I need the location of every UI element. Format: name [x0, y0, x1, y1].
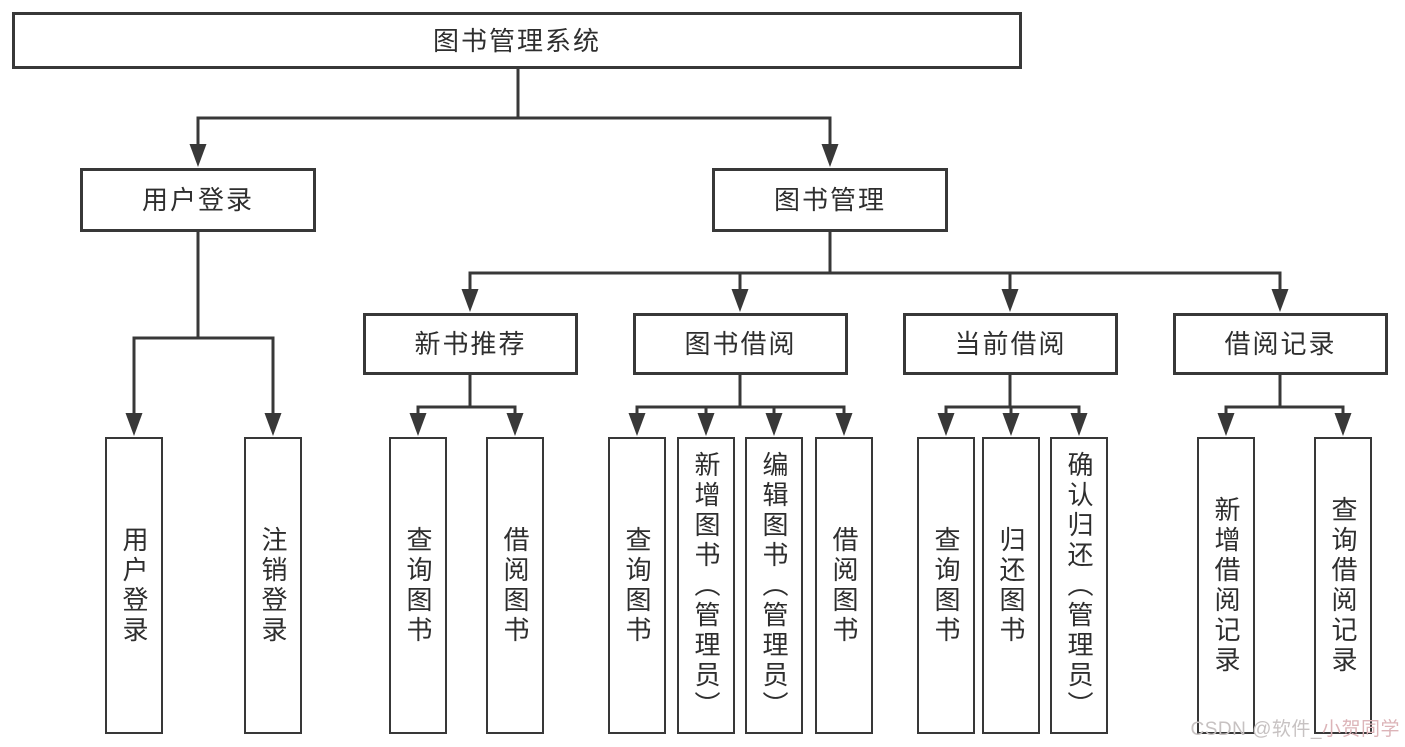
leaf-borrow-query-book-label: 查询图书 — [622, 525, 652, 646]
leaf-current-confirm-return: 确认归还（管理员） — [1050, 437, 1108, 734]
leaf-borrow-edit-book: 编辑图书（管理员） — [745, 437, 803, 734]
watermark-prefix: CSDN @软件_ — [1190, 719, 1322, 740]
node-new-book-recommend: 新书推荐 — [363, 313, 578, 375]
leaf-logout-label: 注销登录 — [258, 525, 288, 646]
node-current-borrow: 当前借阅 — [903, 313, 1118, 375]
node-borrow-records-label: 借阅记录 — [1224, 329, 1337, 359]
leaf-user-login-label: 用户登录 — [119, 525, 149, 646]
leaf-records-add-record: 新增借阅记录 — [1197, 437, 1255, 734]
leaf-records-query-record-label: 查询借阅记录 — [1328, 495, 1358, 676]
node-current-borrow-label: 当前借阅 — [954, 329, 1067, 359]
leaf-borrow-add-book-label: 新增图书（管理员） — [691, 450, 721, 721]
node-book-management-label: 图书管理 — [773, 185, 886, 215]
watermark: CSDN @软件_小贺同学 — [1191, 714, 1401, 741]
node-user-login: 用户登录 — [80, 168, 316, 232]
leaf-borrow-query-book: 查询图书 — [608, 437, 666, 734]
node-root-label: 图书管理系统 — [432, 25, 601, 56]
leaf-newbooks-query-book: 查询图书 — [389, 437, 447, 734]
leaf-borrow-edit-book-label: 编辑图书（管理员） — [759, 450, 789, 721]
leaf-records-add-record-label: 新增借阅记录 — [1211, 495, 1241, 676]
leaf-newbooks-borrow-book: 借阅图书 — [486, 437, 544, 734]
leaf-current-query-book-label: 查询图书 — [931, 525, 961, 646]
leaf-user-login: 用户登录 — [105, 437, 163, 734]
leaf-records-query-record: 查询借阅记录 — [1314, 437, 1372, 734]
leaf-current-return-book: 归还图书 — [982, 437, 1040, 734]
node-book-borrow: 图书借阅 — [633, 313, 848, 375]
watermark-suffix: 小贺同学 — [1321, 719, 1400, 740]
node-user-login-label: 用户登录 — [141, 185, 254, 215]
leaf-current-query-book: 查询图书 — [917, 437, 975, 734]
leaf-borrow-borrow-book: 借阅图书 — [815, 437, 873, 734]
node-root: 图书管理系统 — [12, 12, 1022, 69]
leaf-borrow-borrow-book-label: 借阅图书 — [829, 525, 859, 646]
leaf-borrow-add-book: 新增图书（管理员） — [677, 437, 735, 734]
leaf-current-confirm-return-label: 确认归还（管理员） — [1064, 450, 1094, 721]
leaf-newbooks-query-book-label: 查询图书 — [403, 525, 433, 646]
node-borrow-records: 借阅记录 — [1173, 313, 1388, 375]
node-book-borrow-label: 图书借阅 — [684, 329, 797, 359]
node-new-book-recommend-label: 新书推荐 — [414, 329, 527, 359]
leaf-current-return-book-label: 归还图书 — [996, 525, 1026, 646]
leaf-logout: 注销登录 — [244, 437, 302, 734]
leaf-newbooks-borrow-book-label: 借阅图书 — [500, 525, 530, 646]
node-book-management: 图书管理 — [712, 168, 948, 232]
